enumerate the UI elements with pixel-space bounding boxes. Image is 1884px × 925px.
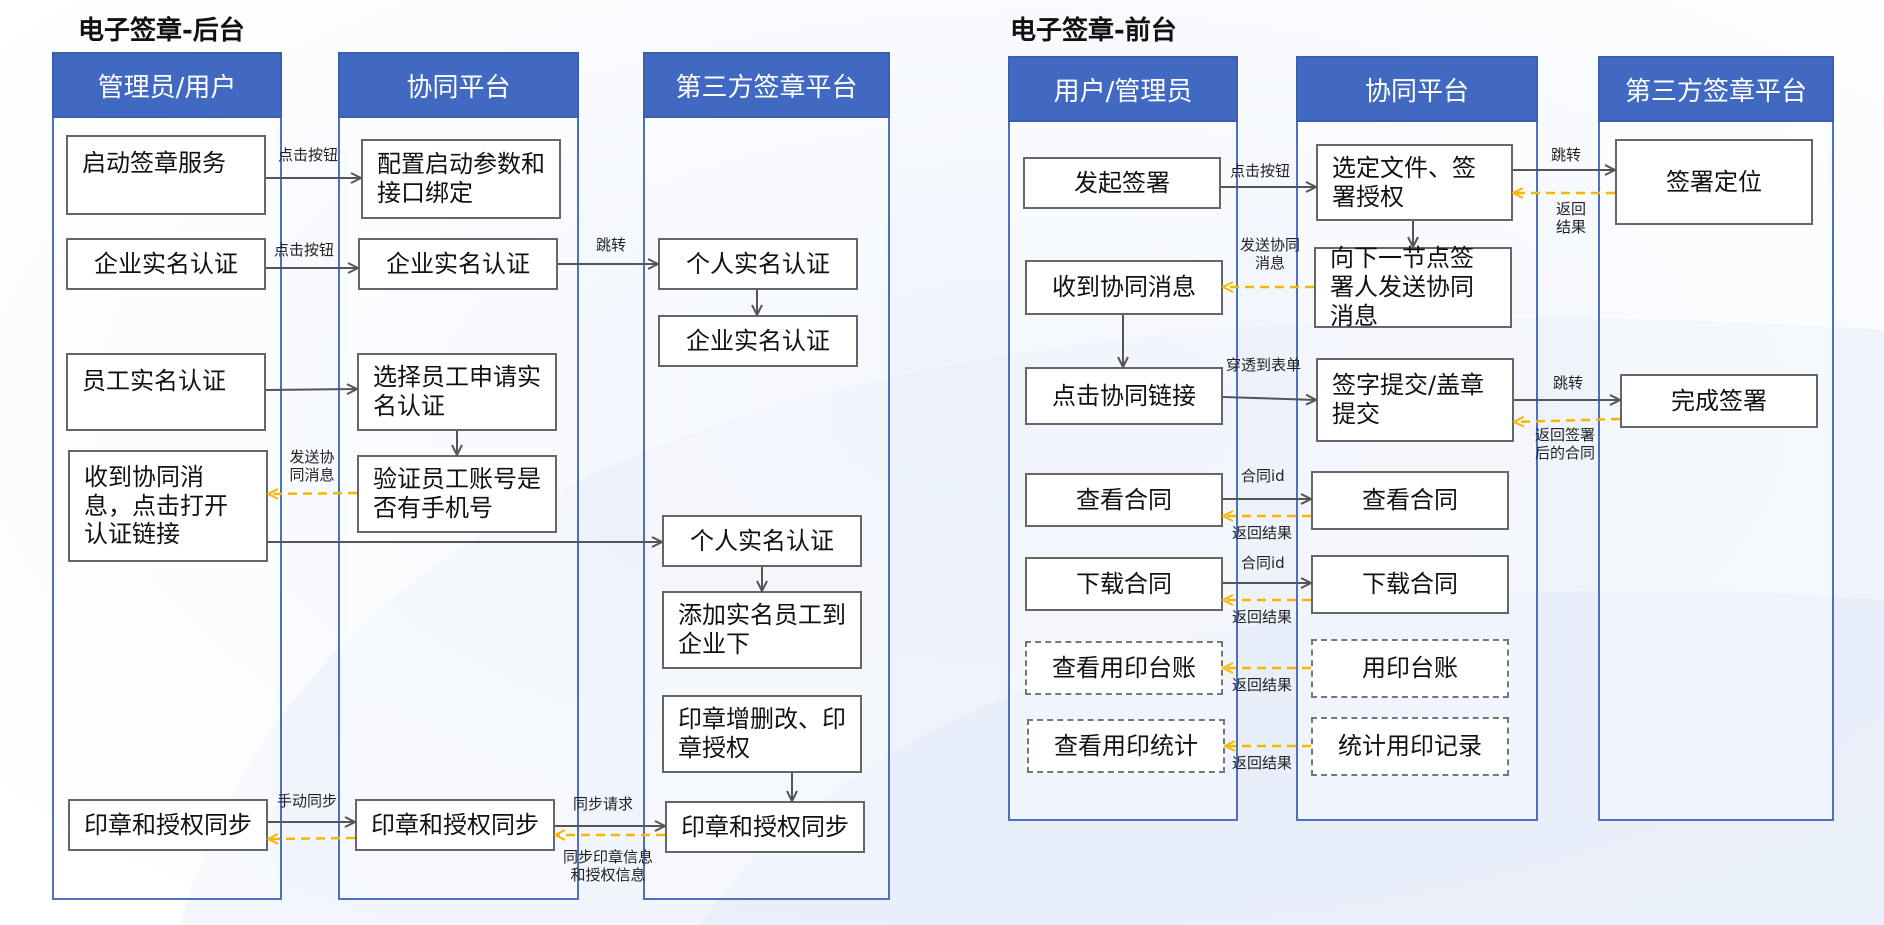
seal-sync-third-box: 印章和授权同步 xyxy=(665,801,865,853)
add-staff-box: 添加实名员工到企业下 xyxy=(662,591,862,669)
lane-header: 用户/管理员 xyxy=(1008,56,1238,122)
download-contract-platform-box: 下载合同 xyxy=(1311,555,1509,614)
return-result-label: 返回结果 xyxy=(1232,754,1293,772)
seal-sync-admin-box: 印章和授权同步 xyxy=(68,799,268,851)
select-staff-box: 选择员工申请实名认证 xyxy=(357,353,557,431)
seal-edit-box: 印章增删改、印章授权 xyxy=(662,695,862,773)
receive-message-box: 收到协同消息，点击打开认证链接 xyxy=(68,450,268,562)
click-button-label: 点击按钮 xyxy=(1230,162,1291,180)
jump-label: 跳转 xyxy=(1551,146,1582,164)
stats-record-box: 统计用印记录 xyxy=(1311,717,1509,776)
contract-id-label: 合同id xyxy=(1241,467,1285,485)
seal-ledger-box: 用印台账 xyxy=(1311,639,1509,698)
select-file-box: 选定文件、签署授权 xyxy=(1316,144,1513,221)
personal-auth-box-2: 个人实名认证 xyxy=(662,515,862,567)
sync-request-label: 同步请求 xyxy=(573,795,634,813)
verify-account-box: 验证员工账号是否有手机号 xyxy=(357,455,557,533)
view-contract-user-box: 查看合同 xyxy=(1025,473,1223,527)
start-sign-box: 发起签署 xyxy=(1023,157,1221,209)
view-ledger-box: 查看用印台账 xyxy=(1025,641,1223,695)
jump-label: 跳转 xyxy=(1553,374,1584,392)
complete-sign-box: 完成签署 xyxy=(1620,374,1818,428)
view-stats-box: 查看用印统计 xyxy=(1027,719,1225,773)
personal-auth-box-1: 个人实名认证 xyxy=(658,238,858,290)
click-button-label: 点击按钮 xyxy=(274,241,335,259)
start-service-box: 启动签章服务 xyxy=(66,135,266,215)
front-title: 电子签章-前台 xyxy=(1010,16,1177,46)
return-result-label: 返回结果 xyxy=(1232,676,1293,694)
return-result-label: 返回结果 xyxy=(1555,200,1586,236)
seal-sync-platform-box: 印章和授权同步 xyxy=(355,799,555,851)
receive-message-box: 收到协同消息 xyxy=(1025,260,1223,315)
contract-id-label: 合同id xyxy=(1241,554,1285,572)
download-contract-user-box: 下载合同 xyxy=(1025,557,1223,611)
enterprise-auth-admin-box: 企业实名认证 xyxy=(66,238,266,290)
lane-header: 管理员/用户 xyxy=(52,52,282,118)
return-result-label: 返回结果 xyxy=(1232,608,1293,626)
send-next-message-box: 向下一节点签署人发送协同消息 xyxy=(1314,244,1512,330)
click-link-box: 点击协同链接 xyxy=(1025,367,1223,425)
lane-header: 协同平台 xyxy=(1296,56,1538,122)
pass-to-form-label: 穿透到表单 xyxy=(1226,356,1302,374)
sync-info-label: 同步印章信息和授权信息 xyxy=(562,848,653,884)
lane-header: 第三方签章平台 xyxy=(643,52,890,118)
click-button-label: 点击按钮 xyxy=(278,146,339,164)
lane-header: 协同平台 xyxy=(338,52,579,118)
manual-sync-label: 手动同步 xyxy=(277,792,338,810)
jump-label: 跳转 xyxy=(596,236,627,254)
lane-header: 第三方签章平台 xyxy=(1598,56,1834,122)
back-title: 电子签章-后台 xyxy=(78,16,245,46)
send-message-label: 发送协同消息 xyxy=(1240,236,1301,272)
return-result-label: 返回结果 xyxy=(1232,524,1293,542)
view-contract-platform-box: 查看合同 xyxy=(1311,471,1509,530)
send-message-label: 发送协同消息 xyxy=(289,448,335,484)
enterprise-auth-third-box: 企业实名认证 xyxy=(658,315,858,367)
submit-sign-box: 签字提交/盖章提交 xyxy=(1316,358,1514,442)
return-signed-contract-label: 返回签署后的合同 xyxy=(1534,426,1595,462)
staff-auth-box: 员工实名认证 xyxy=(66,353,266,431)
sign-locate-box: 签署定位 xyxy=(1615,139,1813,225)
enterprise-auth-platform-box: 企业实名认证 xyxy=(358,238,558,290)
config-params-box: 配置启动参数和接口绑定 xyxy=(361,139,561,219)
